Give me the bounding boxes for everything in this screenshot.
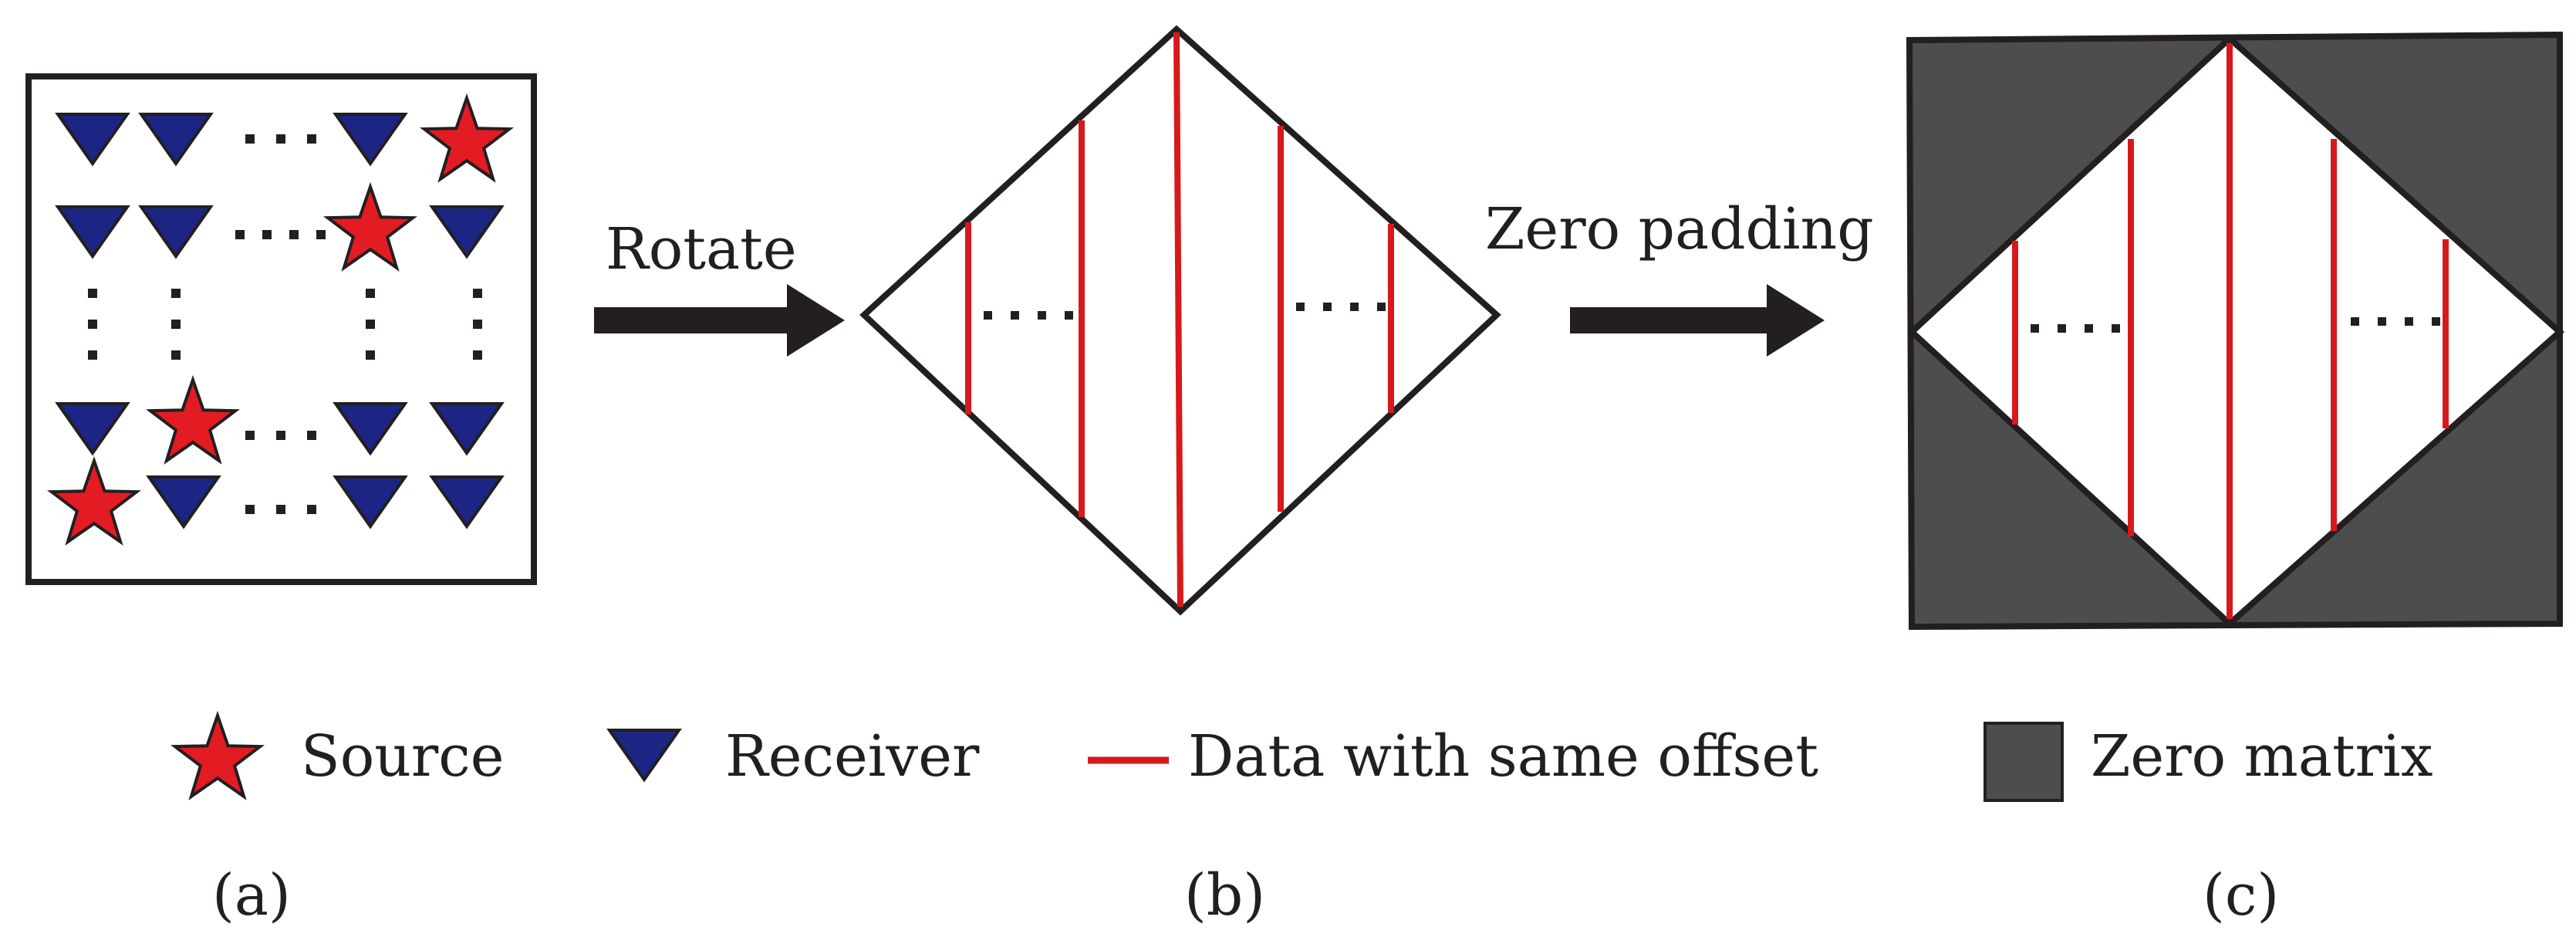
legend-item-same-offset: Data with same offset [1088, 723, 1818, 790]
rotate-arrow: Rotate [594, 216, 845, 357]
same-offset-lines [965, 32, 1394, 607]
legend-source-label: Source [301, 723, 505, 790]
legend-receiver-label: Receiver [725, 723, 980, 790]
rotate-label: Rotate [606, 216, 797, 283]
panel-b-caption: (b) [1184, 862, 1265, 929]
panel-c-zero-padded-matrix [1906, 31, 2565, 631]
zero-padding-arrow: Zero padding [1485, 196, 1874, 357]
star-icon [173, 714, 262, 798]
panel-b-rotated-data [859, 25, 1501, 616]
down-triangle-icon [608, 729, 680, 781]
panel-a-caption: (a) [212, 862, 291, 929]
same-offset-lines [2012, 43, 2449, 619]
zero-padding-label: Zero padding [1485, 196, 1874, 262]
panel-c-caption: (c) [2203, 862, 2279, 929]
panel-a-acquisition-grid [25, 73, 537, 585]
legend-zero-matrix-label: Zero matrix [2091, 723, 2433, 790]
legend-same-offset-label: Data with same offset [1188, 723, 1818, 790]
ellipsis-dots [2031, 317, 2440, 333]
legend-item-receiver: Receiver [608, 723, 980, 790]
legend-item-zero-matrix: Zero matrix [1983, 722, 2433, 802]
legend-item-source: Source [173, 714, 505, 798]
ellipsis-dots [88, 134, 482, 514]
gray-square-icon [1983, 722, 2064, 802]
right-arrow-icon [594, 284, 845, 357]
padded-data-diamond [1907, 34, 2565, 628]
offset-line [1173, 32, 1183, 607]
ellipsis-dots [984, 303, 1386, 320]
legend: Source Receiver Data with same offset Ze… [173, 714, 2433, 802]
right-arrow-icon [1570, 284, 1825, 357]
